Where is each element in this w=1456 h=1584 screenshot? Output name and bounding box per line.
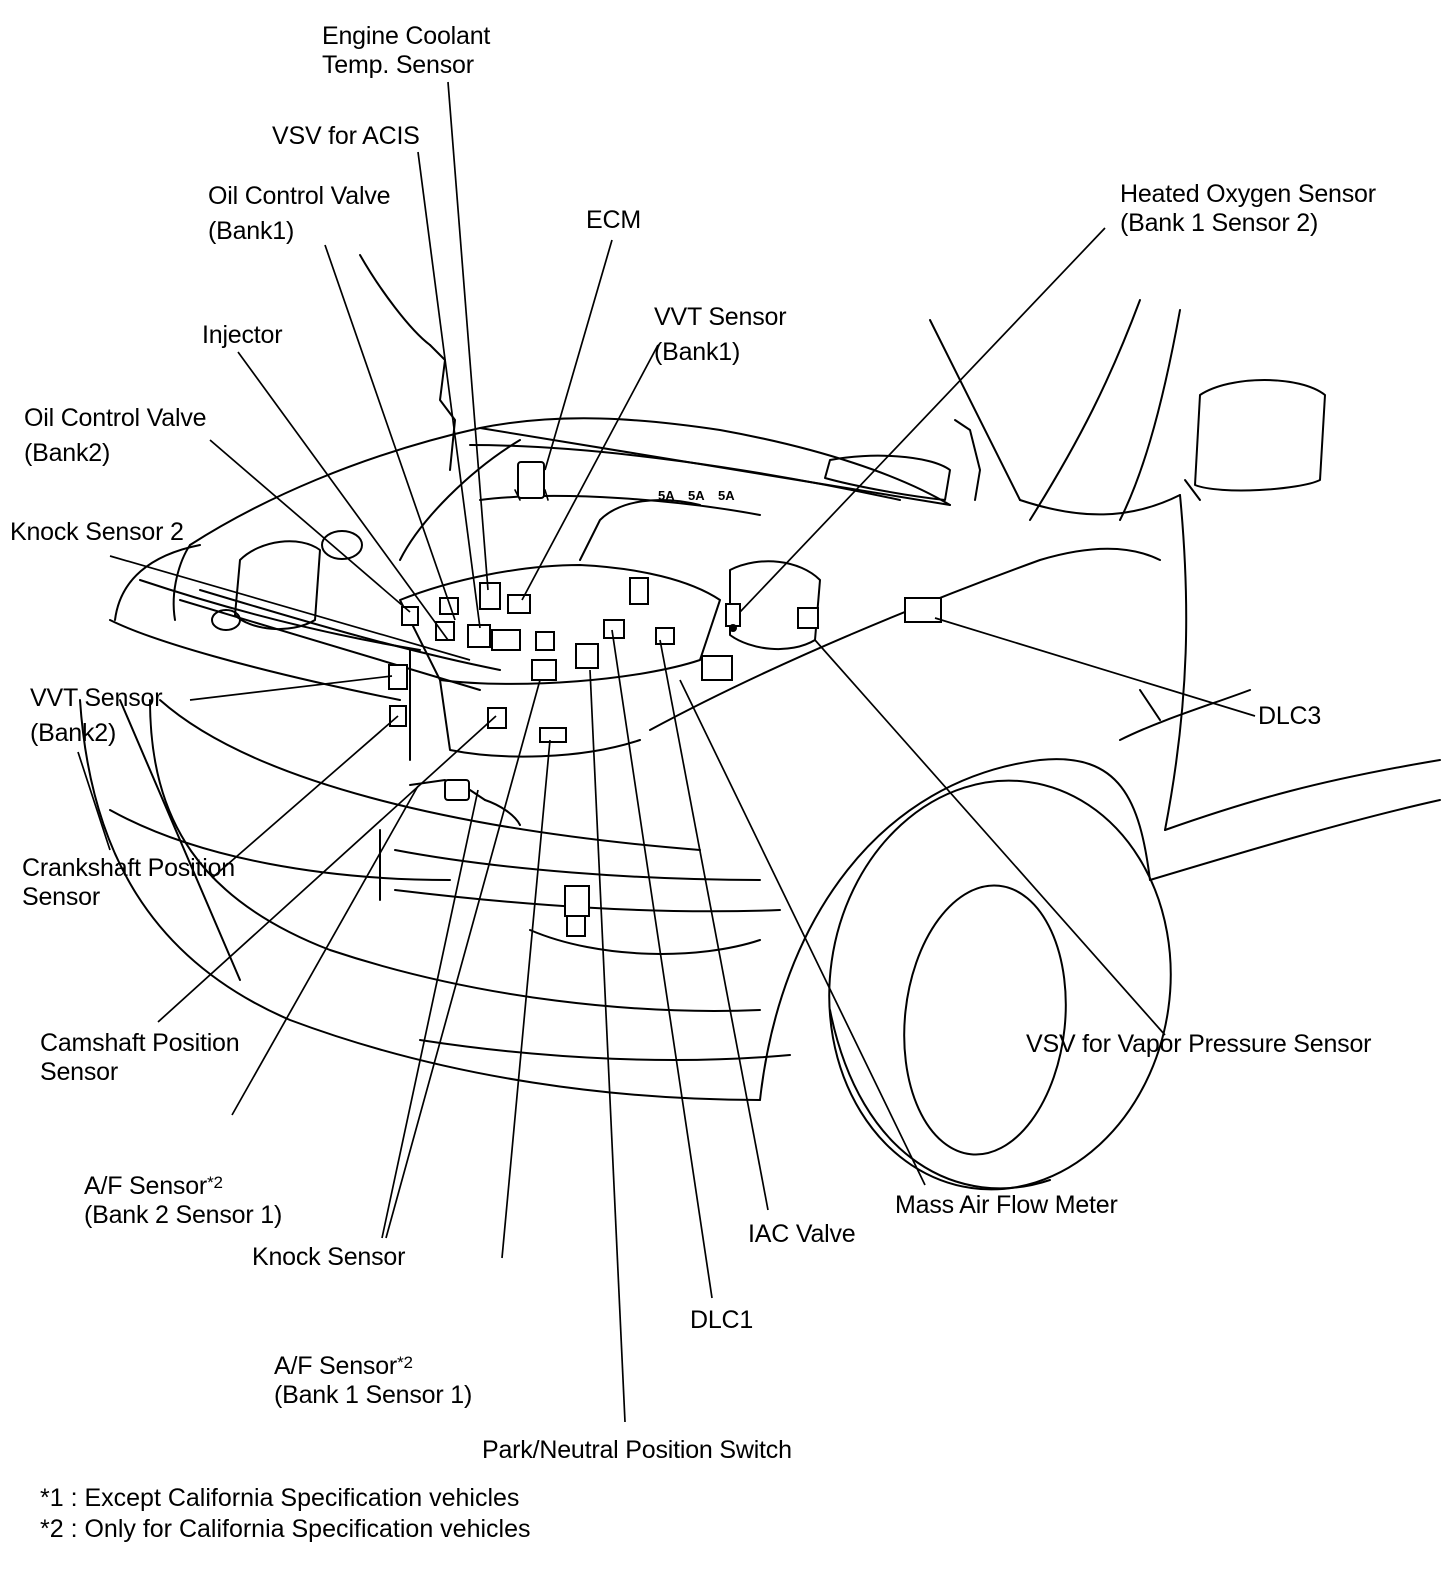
label-injector: Injector (202, 321, 283, 350)
leader-lines (77, 81, 1256, 1423)
label-vsv-for-acis: VSV for ACIS (272, 122, 420, 151)
leader-heated-oxygen-sensor (739, 227, 1106, 613)
label-oil-control-valve-bank2: Oil Control Valve (Bank2) (24, 404, 207, 468)
hood-mark-1: 5A (658, 488, 675, 503)
label-af-sensor-bank2: A/F Sensor*2 (Bank 2 Sensor 1) (84, 1172, 282, 1230)
leader-vvt-bank2-lower (77, 751, 111, 851)
label-line: (Bank 1 Sensor 1) (274, 1381, 473, 1409)
label-line: Knock Sensor 2 (10, 518, 184, 546)
label-line: VSV for Vapor Pressure Sensor (1026, 1030, 1372, 1058)
label-line: VSV for ACIS (272, 122, 420, 150)
label-line: (Bank2) (24, 439, 111, 467)
label-line: Temp. Sensor (322, 51, 474, 79)
leader-ecm (544, 239, 613, 471)
label-line: DLC1 (690, 1306, 754, 1334)
label-af-sensor-bank1: A/F Sensor*2 (Bank 1 Sensor 1) (274, 1352, 472, 1410)
leader-dlc3 (934, 617, 1256, 717)
leader-knock-sensor-2 (109, 555, 471, 661)
leader-knock-sensor-a (381, 789, 479, 1239)
leader-dlc1 (611, 629, 713, 1299)
leader-injector (237, 351, 449, 641)
label-dlc3: DLC3 (1258, 702, 1321, 731)
label-oil-control-valve-bank1: Oil Control Valve (Bank1) (208, 182, 391, 246)
leader-oil-control-valve-bank2 (209, 439, 411, 613)
label-line: A/F Sensor (84, 1172, 208, 1200)
label-line: (Bank2) (30, 719, 117, 747)
label-engine-coolant-temp-sensor: Engine Coolant Temp. Sensor (322, 22, 490, 80)
label-line: Mass Air Flow Meter (895, 1191, 1118, 1219)
label-knock-sensor: Knock Sensor (252, 1243, 405, 1272)
label-crankshaft-position-sensor: Crankshaft Position Sensor (22, 854, 235, 912)
engine-components (179, 461, 942, 937)
label-dlc1: DLC1 (690, 1306, 753, 1335)
leader-knock-sensor-b (385, 679, 541, 1239)
footnote-marker: *2 (397, 1353, 413, 1372)
label-knock-sensor-2: Knock Sensor 2 (10, 518, 184, 547)
leader-mass-air-flow-meter (679, 679, 926, 1186)
label-heated-oxygen-sensor: Heated Oxygen Sensor (Bank 1 Sensor 2) (1120, 180, 1376, 238)
label-line: Engine Coolant (322, 22, 491, 50)
label-line: (Bank 2 Sensor 1) (84, 1201, 283, 1229)
label-iac-valve: IAC Valve (748, 1220, 856, 1249)
label-line: Sensor (40, 1058, 119, 1086)
label-line: VVT Sensor (654, 303, 787, 331)
footnote-2: *2 : Only for California Specification v… (40, 1515, 531, 1543)
label-line: Sensor (22, 883, 101, 911)
leader-park-neutral-position-switch (589, 669, 626, 1423)
footnote-marker: *2 (207, 1173, 223, 1192)
label-line: A/F Sensor (274, 1352, 398, 1380)
label-mass-air-flow-meter: Mass Air Flow Meter (895, 1191, 1118, 1220)
label-line: DLC3 (1258, 702, 1322, 730)
label-vsv-for-vapor-pressure-sensor: VSV for Vapor Pressure Sensor (1026, 1030, 1371, 1059)
leader-af-sensor-bank1 (501, 739, 551, 1259)
leader-vsv-for-acis (417, 151, 481, 629)
label-line: Crankshaft Position (22, 854, 235, 882)
label-line: Knock Sensor (252, 1243, 406, 1271)
label-line: Heated Oxygen Sensor (1120, 180, 1376, 208)
hood-marks: 5A 5A 5A (658, 488, 735, 503)
leader-vvt-sensor-bank2 (189, 675, 393, 701)
leader-crankshaft-position-sensor (211, 715, 399, 879)
label-vvt-sensor-bank1: VVT Sensor (Bank1) (654, 303, 787, 367)
label-line: VVT Sensor (30, 684, 163, 712)
hood-mark-2: 5A (688, 488, 705, 503)
leader-iac-valve (659, 639, 769, 1211)
label-line: ECM (586, 206, 641, 234)
label-line: Oil Control Valve (24, 404, 207, 432)
label-line: Injector (202, 321, 283, 349)
label-line: Oil Control Valve (208, 182, 391, 210)
label-line: (Bank 1 Sensor 2) (1120, 209, 1319, 237)
label-line: IAC Valve (748, 1220, 856, 1248)
label-camshaft-position-sensor: Camshaft Position Sensor (40, 1029, 240, 1087)
leader-vsv-for-vapor-pressure-sensor (814, 639, 1166, 1036)
leader-af-sensor-bank2 (231, 785, 419, 1116)
label-line: (Bank1) (208, 217, 295, 245)
label-ecm: ECM (586, 206, 641, 235)
footnote-1: *1 : Except California Specification veh… (40, 1484, 520, 1512)
label-vvt-sensor-bank2: VVT Sensor (Bank2) (30, 684, 163, 748)
label-park-neutral-position-switch: Park/Neutral Position Switch (482, 1436, 792, 1465)
leader-oil-control-valve-bank1 (324, 244, 456, 621)
hood-mark-3: 5A (718, 488, 735, 503)
label-line: (Bank1) (654, 338, 741, 366)
label-line: Camshaft Position (40, 1029, 240, 1057)
label-line: Park/Neutral Position Switch (482, 1436, 792, 1464)
vehicle-body-outline (79, 254, 1441, 1191)
leader-engine-coolant-temp-sensor (447, 81, 489, 591)
leader-camshaft-position-sensor (157, 715, 497, 1023)
leader-vvt-sensor-bank1 (521, 344, 659, 601)
